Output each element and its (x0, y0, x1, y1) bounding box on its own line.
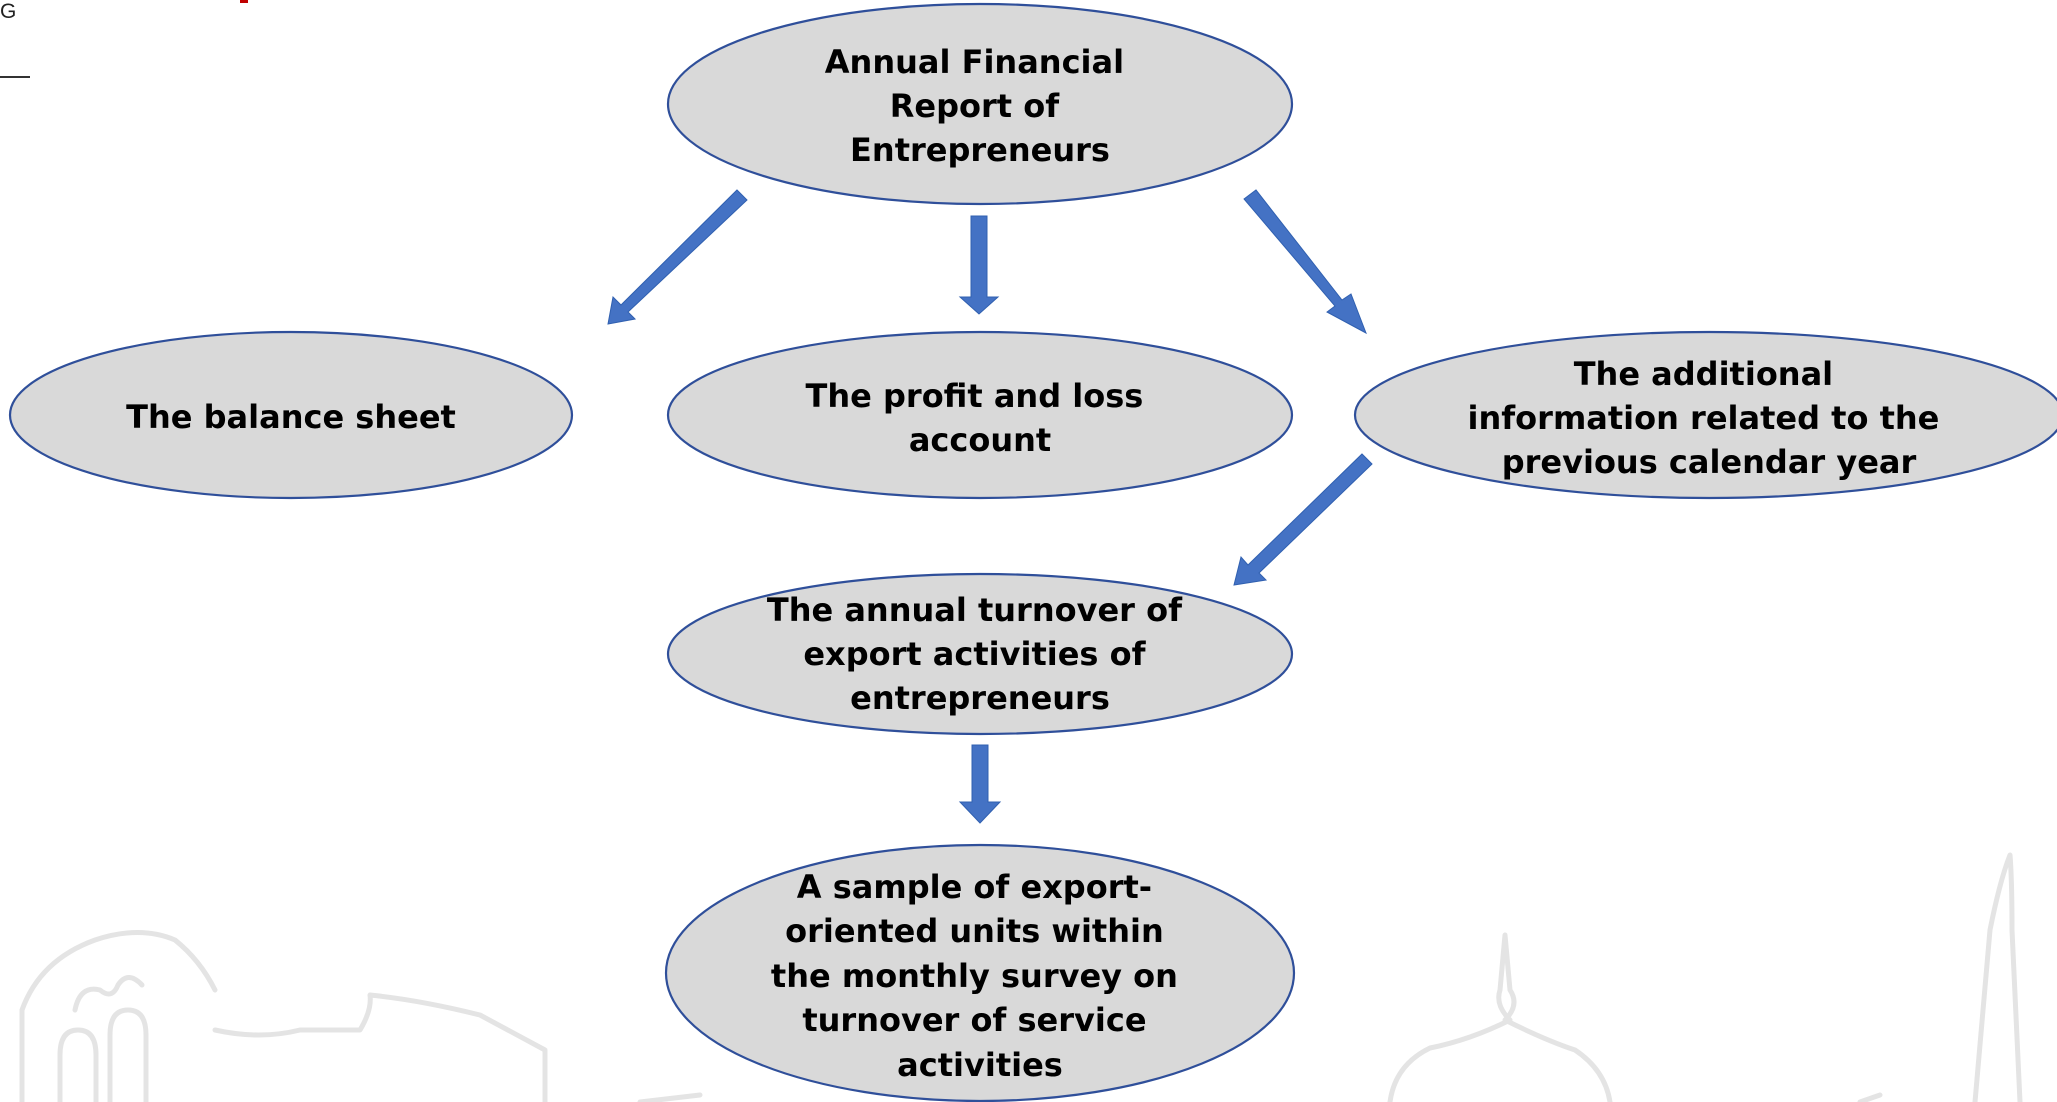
node-additional-information-shape (1354, 330, 2057, 500)
node-additional-information-label: The additional information related to th… (1468, 355, 1951, 481)
node-sample-export-units-line-3: the monthly survey on (771, 957, 1178, 995)
background-skyline-decoration (19, 852, 2023, 1102)
corner-red-mark (240, 0, 248, 3)
corner-letter: G (0, 0, 17, 23)
node-sample-export-units-line-1: A sample of export- (797, 868, 1152, 906)
node-balance-sheet: The balance sheet (8, 330, 574, 500)
corner-dash-line (0, 76, 30, 78)
node-sample-export-units-line-5: activities (897, 1046, 1063, 1084)
node-sample-export-units-shape (664, 843, 1296, 1102)
node-annual-export-turnover-line-2: export activities of (803, 635, 1146, 673)
node-additional-information-line-1: The additional (1574, 355, 1833, 393)
node-sample-export-units: A sample of export- oriented units withi… (664, 843, 1296, 1102)
arrow-root-to-profit-loss (958, 215, 1000, 315)
node-profit-loss-account: The profit and loss account (666, 330, 1294, 500)
node-annual-export-turnover: The annual turnover of export activities… (666, 572, 1294, 736)
node-annual-financial-report: Annual Financial Report of Entrepreneurs (666, 2, 1294, 206)
node-annual-export-turnover-line-3: entrepreneurs (850, 679, 1110, 717)
node-profit-loss-account-line-2: account (909, 421, 1051, 459)
node-annual-financial-report-shape (666, 2, 1294, 206)
node-sample-export-units-line-2: oriented units within (785, 912, 1164, 950)
node-annual-financial-report-line-1: Annual Financial (825, 43, 1124, 81)
arrow-export-turnover-to-sample-units (958, 744, 1002, 824)
node-balance-sheet-label: The balance sheet (126, 398, 456, 436)
arrow-additional-info-to-export-turnover (1233, 453, 1373, 586)
node-annual-export-turnover-line-1: The annual turnover of (767, 591, 1183, 629)
node-annual-financial-report-line-3: Entrepreneurs (850, 131, 1110, 169)
node-annual-export-turnover-shape (666, 572, 1294, 736)
node-balance-sheet-line-1: The balance sheet (126, 398, 456, 436)
node-annual-export-turnover-label: The annual turnover of export activities… (767, 591, 1193, 717)
node-sample-export-units-label: A sample of export- oriented units withi… (771, 868, 1189, 1084)
node-additional-information: The additional information related to th… (1354, 330, 2057, 500)
arrow-root-to-balance-sheet (607, 189, 748, 325)
node-annual-financial-report-line-2: Report of (890, 87, 1060, 125)
node-sample-export-units-line-4: turnover of service (802, 1001, 1146, 1039)
node-additional-information-line-2: information related to the (1468, 399, 1940, 437)
node-additional-information-line-3: previous calendar year (1502, 443, 1917, 481)
node-profit-loss-account-line-1: The profit and loss (806, 377, 1144, 415)
node-profit-loss-account-shape (666, 330, 1294, 500)
node-balance-sheet-shape (8, 330, 574, 500)
node-profit-loss-account-label: The profit and loss account (806, 377, 1155, 459)
arrow-root-to-additional-info (1243, 189, 1367, 335)
node-annual-financial-report-label: Annual Financial Report of Entrepreneurs (825, 43, 1135, 169)
